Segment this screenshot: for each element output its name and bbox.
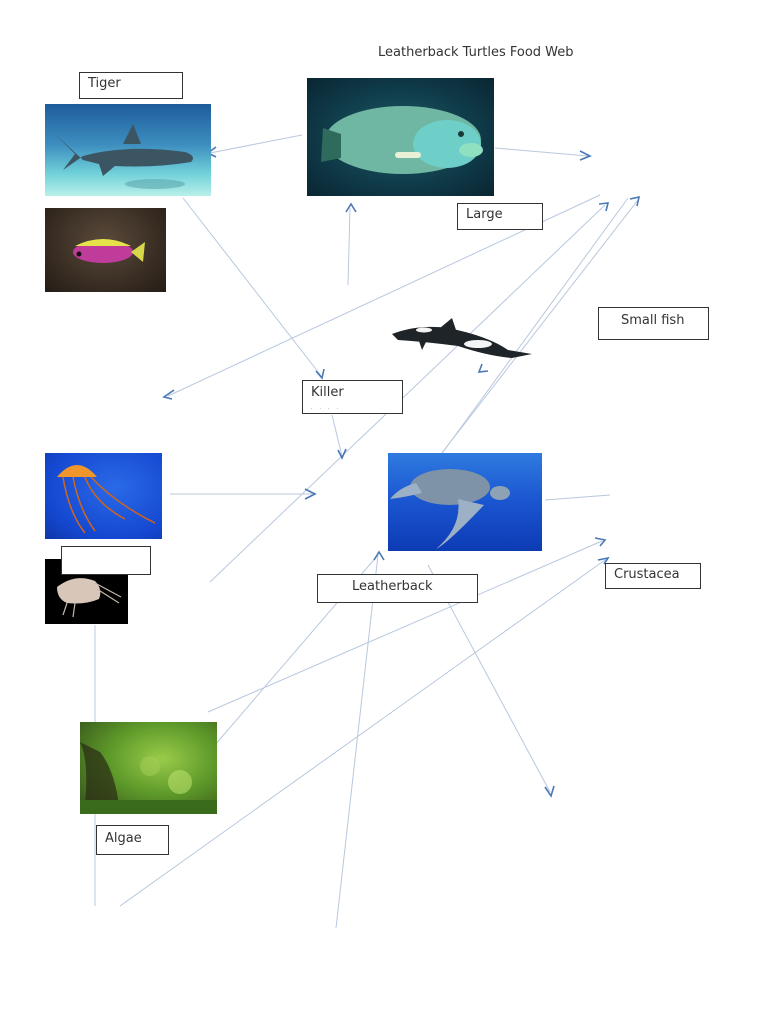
jellyfish-icon: [57, 465, 156, 534]
label-small-fish: Small fish: [598, 307, 709, 340]
label-killer-text: Killer: [311, 385, 344, 400]
crustacean-icon: [57, 578, 122, 618]
orca-icon: [392, 318, 532, 358]
jellyfish-photo: [45, 453, 162, 539]
small-fish-photo: [45, 208, 166, 292]
diagram-title: Leatherback Turtles Food Web: [378, 45, 574, 60]
fish-icon: [73, 239, 145, 263]
label-killer-subtext: · · · ·: [311, 406, 341, 411]
label-algae: Algae: [96, 825, 169, 855]
algae-photo: [80, 722, 217, 814]
label-large: Large: [457, 203, 543, 230]
algae-icon: [80, 742, 217, 814]
leatherback-turtle-photo: [388, 453, 542, 551]
label-leatherback: Leatherback: [317, 574, 478, 603]
killer-whale-photo: [388, 316, 534, 364]
wrasse-icon: [321, 106, 483, 174]
label-killer-whale: Killer · · · ·: [302, 380, 403, 414]
shark-icon: [55, 124, 193, 189]
tiger-shark-photo: [45, 104, 211, 196]
label-crustacean-blank: [61, 546, 151, 575]
napoleon-wrasse-photo: [307, 78, 494, 196]
label-tiger: Tiger: [79, 72, 183, 99]
turtle-icon: [390, 469, 510, 549]
label-crustacea: Crustacea: [605, 563, 701, 589]
